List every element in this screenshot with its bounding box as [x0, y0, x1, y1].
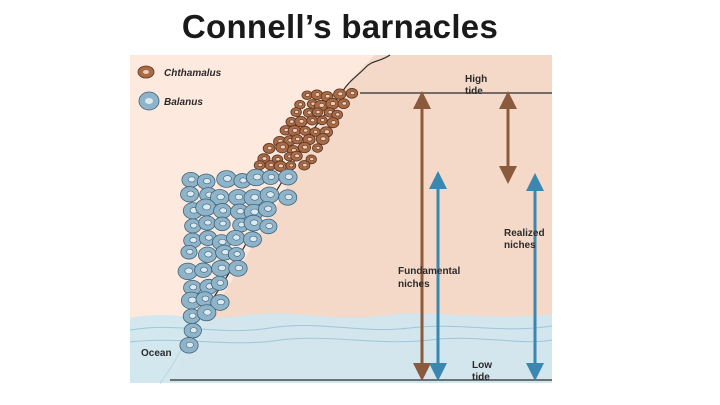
chthamalus-barnacle	[315, 133, 330, 145]
low-tide-label-line2: tide	[472, 372, 490, 383]
balanus-barnacle	[278, 168, 298, 186]
chthamalus-barnacle	[290, 150, 303, 162]
realized-niches-label-line1: Realized	[504, 228, 545, 239]
balanus-barnacle	[261, 169, 280, 185]
chthamalus-barnacle	[301, 90, 313, 101]
balanus-barnacle	[180, 186, 200, 203]
rock-face	[170, 55, 552, 383]
barnacle-clusters	[177, 88, 359, 354]
realized-niches-label-line2: niches	[504, 240, 536, 251]
legend: Chthamalus Balanus	[137, 65, 222, 111]
balanus-barnacle	[243, 214, 264, 232]
balanus-barnacle	[183, 232, 202, 249]
chthamalus-barnacle	[305, 154, 317, 165]
balanus-barnacle	[177, 262, 198, 281]
balanus-barnacle	[197, 246, 217, 263]
balanus-barnacle	[278, 189, 298, 206]
balanus-barnacle	[259, 218, 278, 235]
legend-chthamalus-label: Chthamalus	[164, 68, 222, 79]
chthamalus-barnacle	[253, 160, 266, 171]
fundamental-niches-label-line2: niches	[398, 279, 430, 290]
balanus-barnacle	[210, 294, 230, 311]
balanus-barnacle	[198, 215, 216, 231]
chthamalus-barnacle	[326, 117, 340, 129]
balanus-barnacle	[227, 247, 245, 262]
chthamalus-barnacle	[331, 109, 343, 120]
chthamalus-barnacle	[306, 115, 318, 126]
legend-balanus-swatch	[138, 91, 160, 111]
chthamalus-barnacle	[273, 160, 287, 172]
chthamalus-barnacle	[297, 141, 311, 154]
chthamalus-barnacle	[291, 134, 304, 145]
balanus-barnacle	[196, 173, 216, 190]
chthamalus-barnacle	[311, 107, 324, 118]
chthamalus-barnacle	[275, 141, 290, 154]
chthamalus-barnacle	[290, 107, 302, 117]
chthamalus-barnacle	[319, 126, 333, 138]
legend-chthamalus-swatch	[137, 65, 155, 79]
balanus-barnacle	[211, 259, 231, 277]
balanus-barnacle	[213, 216, 231, 232]
balanus-barnacle	[213, 203, 232, 219]
balanus-barnacle	[216, 170, 237, 188]
wave-line	[129, 324, 553, 332]
chthamalus-barnacle	[298, 160, 311, 171]
slide-title: Connell’s barnacles	[181, 8, 499, 45]
chthamalus-barnacle	[285, 161, 297, 171]
balanus-barnacle	[196, 304, 217, 322]
chthamalus-barnacle	[302, 134, 316, 146]
wave-line	[129, 337, 553, 344]
fundamental-niches-label-line1: Fundamental	[398, 266, 460, 277]
balanus-barnacle	[183, 322, 202, 339]
chthamalus-barnacle	[299, 125, 311, 136]
ocean-label: Ocean	[141, 348, 172, 359]
chthamalus-barnacle	[325, 97, 340, 110]
balanus-barnacle	[228, 260, 248, 277]
chthamalus-barnacle	[316, 115, 328, 126]
balanus-barnacle	[243, 231, 262, 248]
high-tide-label-line1: High	[465, 74, 487, 85]
chthamalus-barnacle	[309, 127, 321, 137]
balanus-barnacle	[195, 198, 216, 217]
balanus-barnacle	[180, 244, 198, 260]
balanus-barnacle	[210, 275, 229, 291]
chthamalus-barnacle	[333, 88, 347, 100]
balanus-barnacle	[257, 201, 277, 218]
chthamalus-barnacle	[345, 88, 359, 99]
balanus-barnacle	[179, 337, 199, 354]
chthamalus-barnacle	[312, 143, 323, 153]
balanus-barnacle	[194, 262, 213, 278]
high-tide-label-line2: tide	[465, 86, 483, 97]
balanus-barnacle	[226, 229, 245, 247]
chthamalus-barnacle	[337, 98, 350, 110]
low-tide-label-line1: Low	[472, 360, 492, 371]
chthamalus-barnacle	[294, 115, 308, 128]
balanus-barnacle	[259, 186, 280, 204]
chthamalus-barnacle	[310, 89, 324, 101]
balanus-barnacle	[243, 189, 264, 207]
chthamalus-barnacle	[262, 143, 276, 154]
balanus-barnacle	[181, 171, 200, 188]
legend-balanus-label: Balanus	[164, 97, 203, 108]
